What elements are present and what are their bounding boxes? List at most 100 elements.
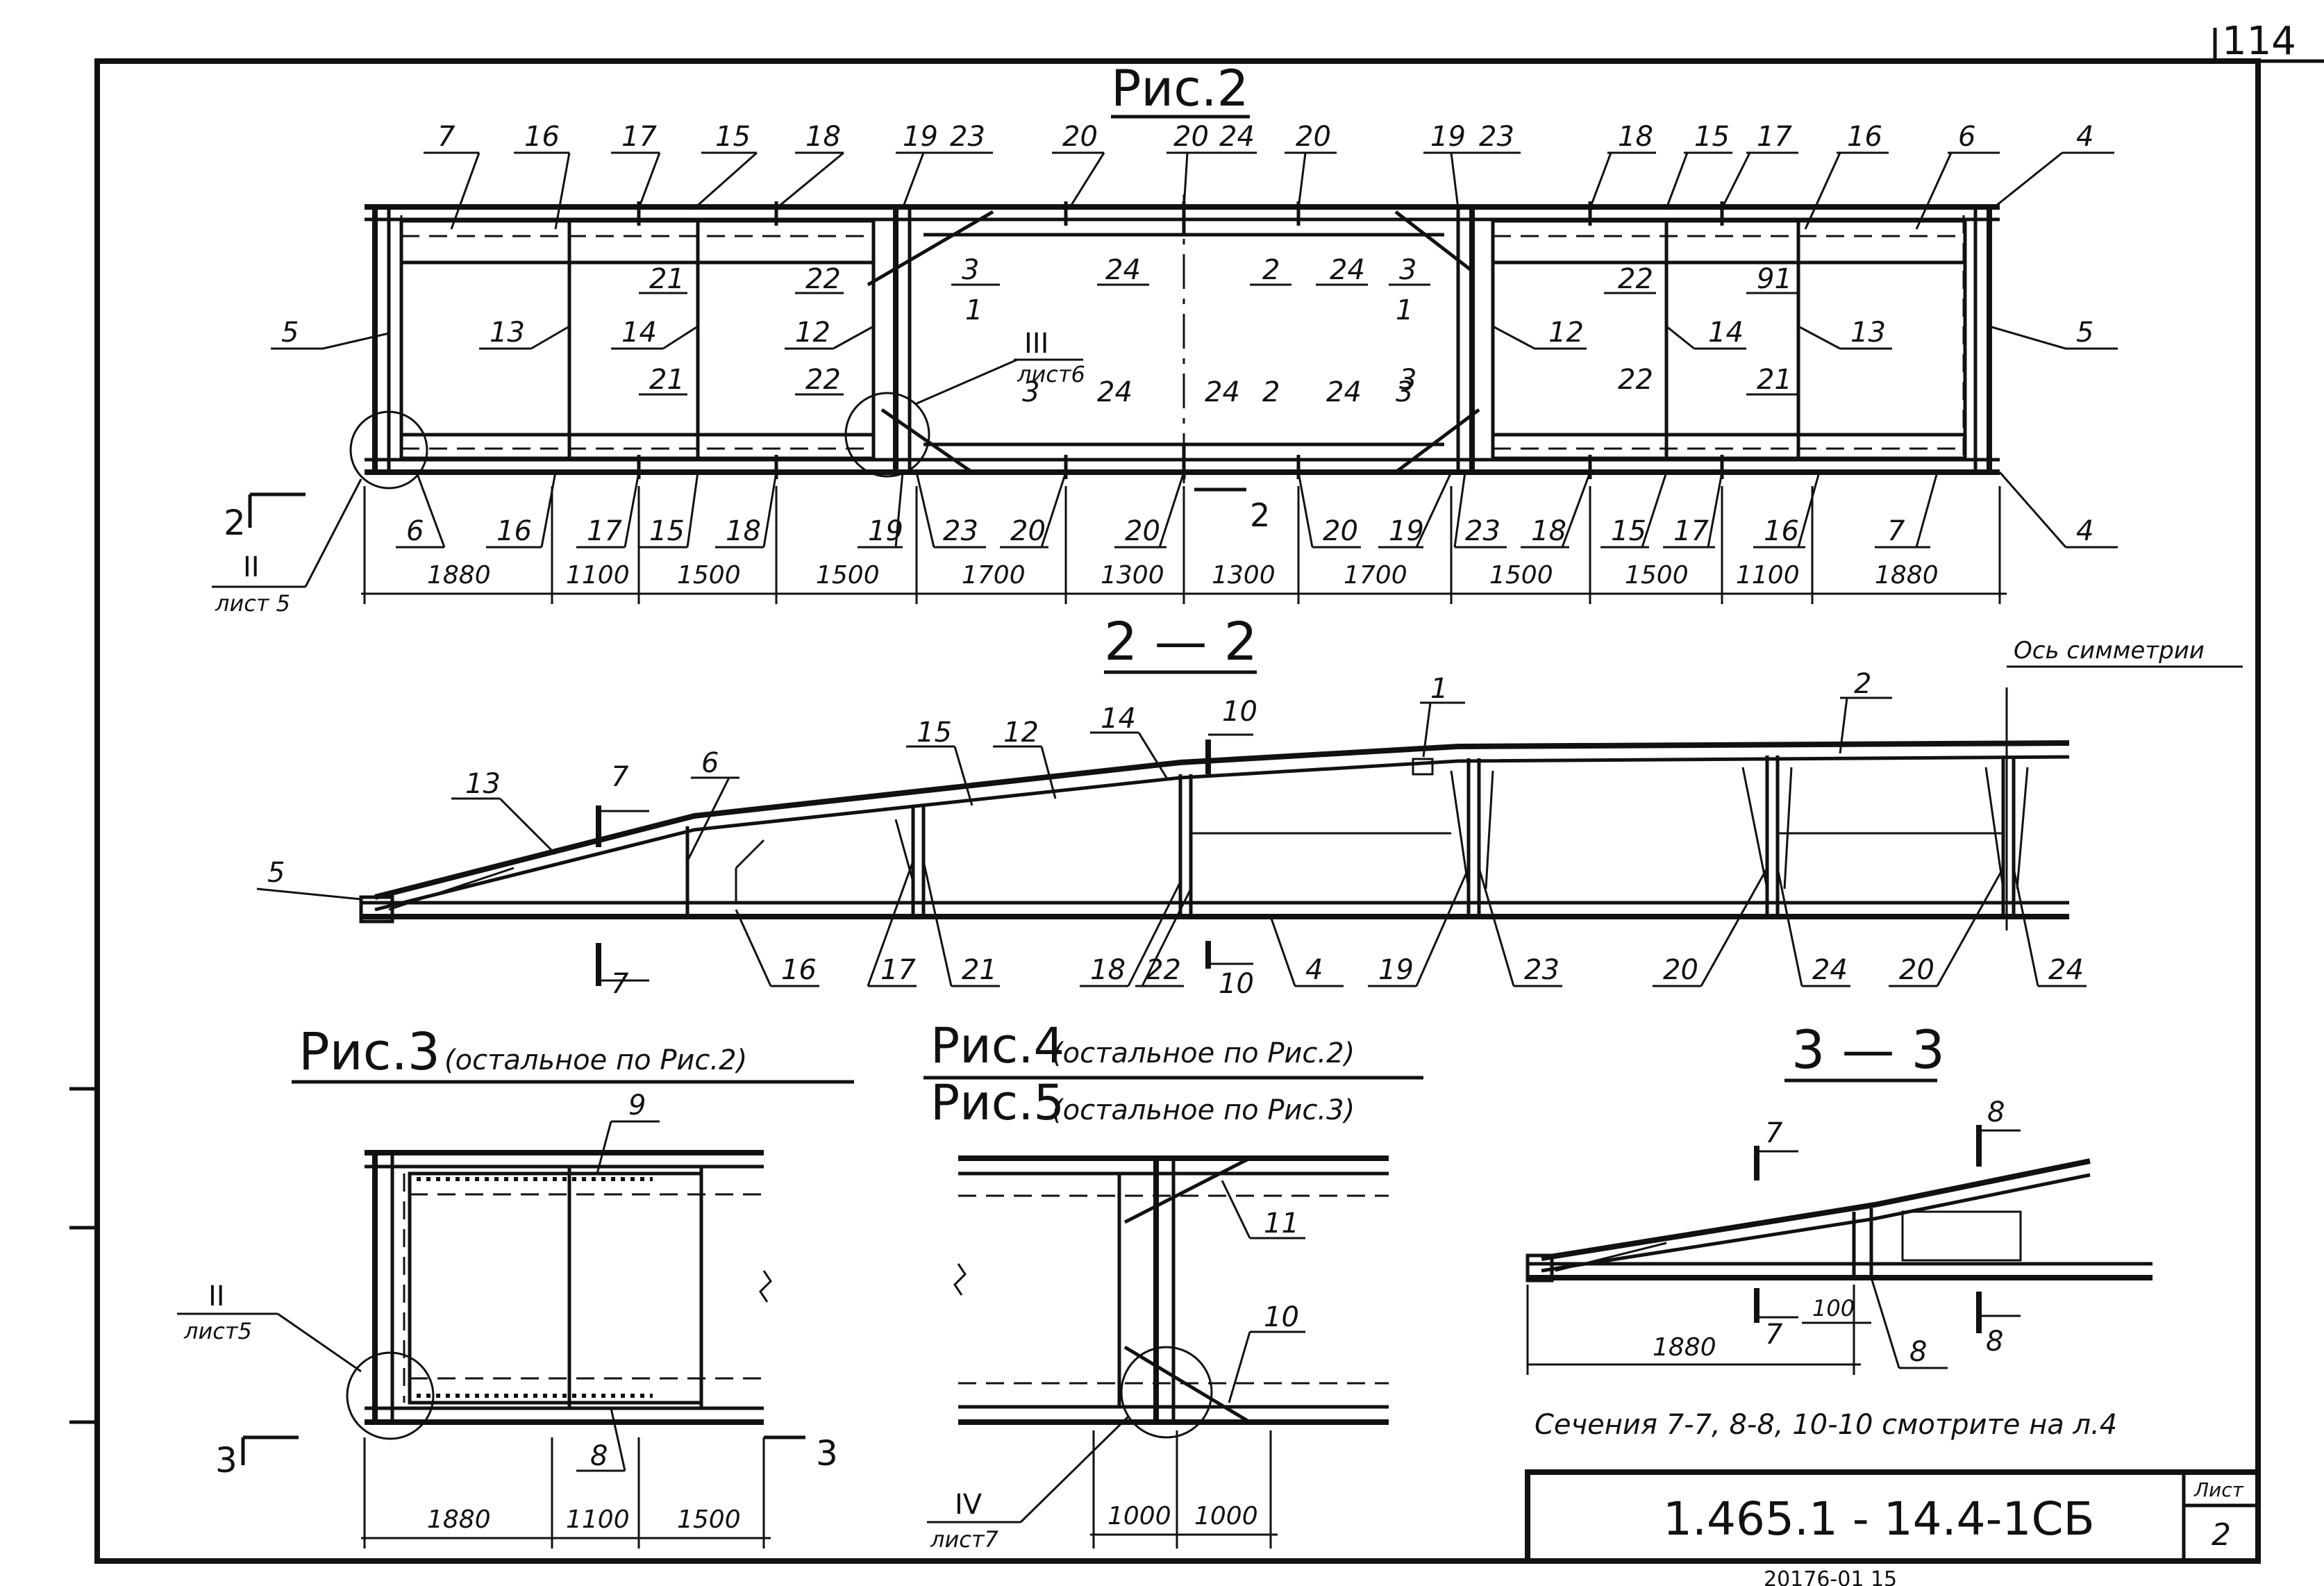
label: 1 <box>1430 673 1448 705</box>
label: 4 <box>2076 121 2093 153</box>
sec22-top-leaders <box>451 696 1892 862</box>
fig2-inner-leaders <box>639 283 1798 396</box>
label: 19 <box>903 121 938 153</box>
label: 22 <box>805 364 841 396</box>
label: 12 <box>1548 317 1584 349</box>
label: 22 <box>1618 263 1653 295</box>
label: 21 <box>649 263 685 295</box>
label: 12 <box>1003 717 1039 749</box>
label: 13 <box>1850 317 1886 349</box>
fig2-side-labels: 5 13 14 12 1 1 12 14 13 5 <box>281 294 2093 349</box>
fig4-subtitle: (остальное по Рис.2) <box>1052 1037 1355 1069</box>
label: 16 <box>524 121 560 153</box>
fig45-dim: 1000 <box>1194 1502 1258 1530</box>
label: 7 <box>1887 515 1905 547</box>
fig45-brace-top <box>1123 1156 1251 1224</box>
label: 6 <box>1958 121 1975 153</box>
label: 17 <box>587 515 622 547</box>
fig45-dim: 1000 <box>1107 1502 1171 1530</box>
label: 19 <box>1378 954 1414 986</box>
fig45-callout-leader <box>1019 1415 1130 1524</box>
sec33-dim: 1880 <box>1653 1333 1716 1362</box>
label: 2 <box>1262 254 1280 286</box>
sec33-note: Сечения 7-7, 8-8, 10-10 смотрите на л.4 <box>1535 1409 2117 1441</box>
label: 3 <box>1022 376 1039 408</box>
fig3-label-8: 8 <box>590 1440 608 1472</box>
dimension: 1500 <box>1625 561 1689 590</box>
label: 3 <box>1399 364 1416 396</box>
sec33-label-8-leader: 8 <box>1909 1336 1927 1368</box>
fig45-callout: IV <box>955 1489 983 1521</box>
label: 23 <box>1479 121 1514 153</box>
sec22-bottom-leaders <box>735 860 2087 987</box>
label: 18 <box>805 121 841 153</box>
label: 24 <box>1097 376 1132 408</box>
label: 16 <box>496 515 532 547</box>
sec33-brace <box>1555 1242 1667 1272</box>
label: 15 <box>715 121 751 153</box>
label: 20 <box>1296 121 1331 153</box>
sec22-top-chord <box>374 740 2070 900</box>
label: 17 <box>880 954 916 986</box>
label: 13 <box>465 768 501 800</box>
fig3-dim: 1100 <box>566 1505 630 1534</box>
label: 23 <box>950 121 985 153</box>
fig2-dimension-ticks <box>363 486 2001 604</box>
fig45-label-10: 10 <box>1264 1301 1299 1333</box>
fig3-leader-8b <box>610 1408 626 1471</box>
fig45-label-11: 11 <box>1264 1208 1299 1239</box>
dimension: 1500 <box>677 561 741 590</box>
callout-III-sheet: лист6 <box>1017 361 1085 387</box>
label: 10 <box>1219 968 1254 1000</box>
label: 7 <box>437 121 455 153</box>
sheet-frame <box>94 58 2261 1564</box>
label: 14 <box>621 317 657 349</box>
list-number: 2 <box>2212 1517 2231 1553</box>
label: 17 <box>621 121 657 153</box>
callout-II-sheet: лист 5 <box>215 590 290 617</box>
sec22-bottom-labels: 7 16 17 21 18 22 10 4 19 23 20 24 20 24 <box>611 954 2084 1000</box>
doc-code: 1.465.1 - 14.4-1СБ <box>1663 1492 2095 1546</box>
fig45-break <box>953 1263 967 1296</box>
brace-3 <box>1394 408 1480 474</box>
sec22-left-leader <box>256 887 362 901</box>
sec33-title: 3 — 3 <box>1791 1019 1945 1080</box>
label: 3 <box>962 254 979 286</box>
label: 1 <box>1396 294 1413 326</box>
sec33-label-8-bottom: 8 <box>1986 1326 2003 1358</box>
label: 24 <box>2048 954 2084 986</box>
fig45-callout-sheet: лист7 <box>930 1526 998 1553</box>
callout-III-label: III <box>1024 328 1048 360</box>
sec33-label-8-top: 8 <box>1987 1096 2005 1128</box>
label: 14 <box>1708 317 1744 349</box>
label: 20 <box>1173 121 1209 153</box>
fig3-section-mark-right: 3 <box>816 1433 838 1474</box>
label: 15 <box>1694 121 1730 153</box>
label: 1 <box>965 294 983 326</box>
section-mark-2-left: 2 <box>224 503 246 543</box>
label: 15 <box>649 515 685 547</box>
dimension: 1500 <box>1489 561 1553 590</box>
brace-3 <box>1394 210 1473 272</box>
label: 16 <box>1847 121 1882 153</box>
fig4-5: Рис.4 (остальное по Рис.2) Рис.5 (осталь… <box>923 1017 1423 1553</box>
title-block-frame <box>1525 1469 2261 1564</box>
label: 21 <box>649 364 685 396</box>
fig3-title: Рис.3 <box>299 1022 440 1082</box>
sec22-title: 2 — 2 <box>1104 610 1257 672</box>
fig5-subtitle: (остальное по Рис.3) <box>1052 1094 1355 1126</box>
label: 16 <box>1764 515 1799 547</box>
fig3-callout-leader <box>277 1312 362 1373</box>
fig3-panel <box>408 1171 703 1405</box>
label: 22 <box>1618 364 1653 396</box>
fig3-subtitle: (остальное по Рис.2) <box>444 1044 747 1076</box>
fig4-title: Рис.4 <box>930 1017 1064 1074</box>
brace-3 <box>867 210 994 287</box>
label: 20 <box>1899 954 1934 986</box>
label: 24 <box>1812 954 1848 986</box>
label: 22 <box>805 263 841 295</box>
sec22-cut-marks <box>596 740 1211 986</box>
fig2-bottom-leaders <box>396 471 2118 549</box>
dimension: 1100 <box>1736 561 1800 590</box>
